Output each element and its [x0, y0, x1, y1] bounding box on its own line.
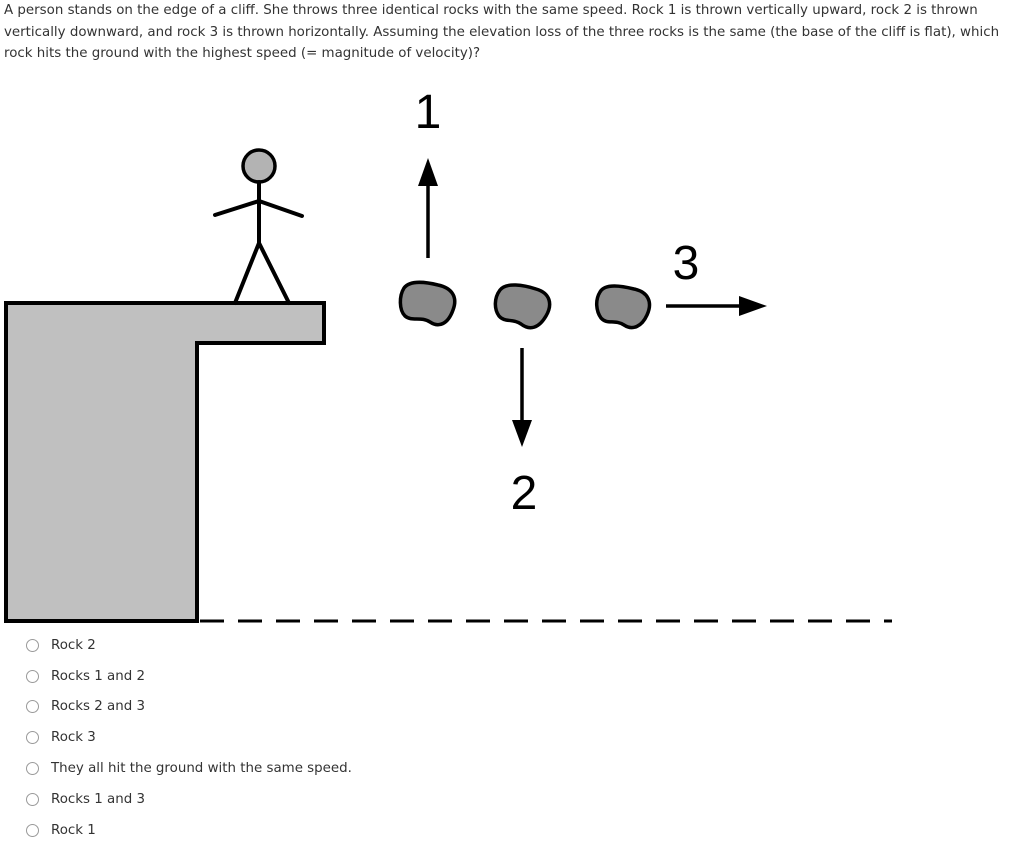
radio-button[interactable] [26, 700, 39, 714]
option-rock-1[interactable]: Rock 1 [26, 815, 352, 846]
answer-options: Rock 2 Rocks 1 and 2 Rocks 2 and 3 Rock … [26, 630, 352, 846]
label-rock-1: 1 [415, 86, 442, 139]
arrow-up-head [418, 158, 438, 186]
label-rock-2: 2 [511, 467, 538, 520]
option-label: Rock 3 [51, 730, 96, 746]
rock-1 [398, 280, 457, 327]
option-rocks-1-and-3[interactable]: Rocks 1 and 3 [26, 784, 352, 815]
option-label: They all hit the ground with the same sp… [51, 761, 352, 777]
rock-3 [595, 284, 652, 330]
rock-2 [493, 283, 552, 330]
radio-button[interactable] [26, 731, 39, 745]
option-label: Rocks 1 and 3 [51, 791, 145, 807]
person-figure [213, 148, 304, 305]
option-all-same-speed[interactable]: They all hit the ground with the same sp… [26, 753, 352, 784]
radio-button[interactable] [26, 762, 39, 776]
option-label: Rocks 1 and 2 [51, 668, 145, 684]
radio-button[interactable] [26, 823, 39, 837]
label-rock-3: 3 [673, 237, 700, 290]
radio-button[interactable] [26, 792, 39, 806]
person-arms [213, 198, 304, 218]
arrow-right-head [739, 296, 767, 316]
cliff [4, 301, 326, 623]
option-rock-2[interactable]: Rock 2 [26, 630, 352, 661]
question-text: A person stands on the edge of a cliff. … [4, 3, 1000, 61]
option-rocks-2-and-3[interactable]: Rocks 2 and 3 [26, 692, 352, 723]
option-rock-3[interactable]: Rock 3 [26, 722, 352, 753]
arrow-down-head [512, 420, 532, 447]
option-label: Rock 2 [51, 637, 96, 653]
radio-button[interactable] [26, 669, 39, 683]
person-legs [233, 238, 291, 305]
option-label: Rock 1 [51, 822, 96, 838]
option-label: Rocks 2 and 3 [51, 699, 145, 715]
radio-button[interactable] [26, 638, 39, 652]
person-head [241, 148, 277, 184]
option-rocks-1-and-2[interactable]: Rocks 1 and 2 [26, 661, 352, 692]
